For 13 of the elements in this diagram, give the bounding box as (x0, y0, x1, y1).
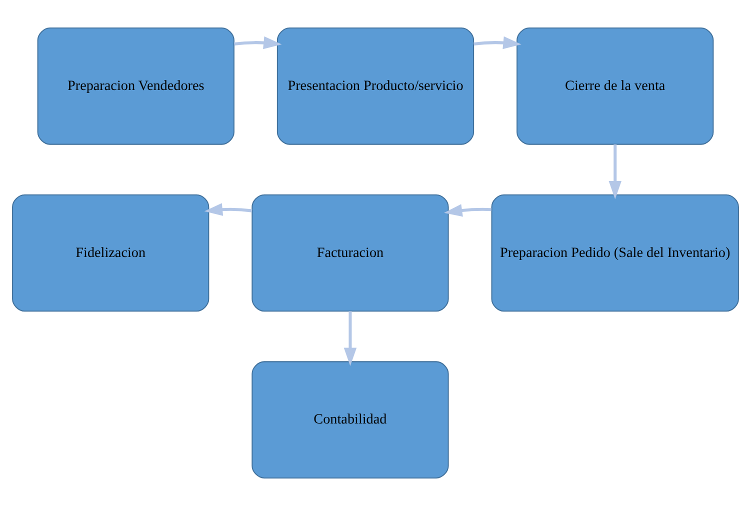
arrow (344, 311, 357, 366)
arrow (444, 204, 492, 217)
arrow (608, 144, 622, 200)
node-box: Preparacion Pedido (Sale del Inventario) (491, 194, 739, 312)
node-box: Preparacion Vendedores (37, 28, 234, 145)
arrow (204, 203, 252, 216)
node-box: Cierre de la venta (516, 28, 714, 145)
node-box: Contabilidad (252, 361, 449, 478)
node-box: Presentacion Producto/servicio (276, 28, 474, 145)
node-box: Fidelizacion (12, 194, 210, 312)
arrow (474, 36, 522, 50)
node-box: Facturacion (252, 194, 449, 312)
arrow (234, 36, 282, 50)
